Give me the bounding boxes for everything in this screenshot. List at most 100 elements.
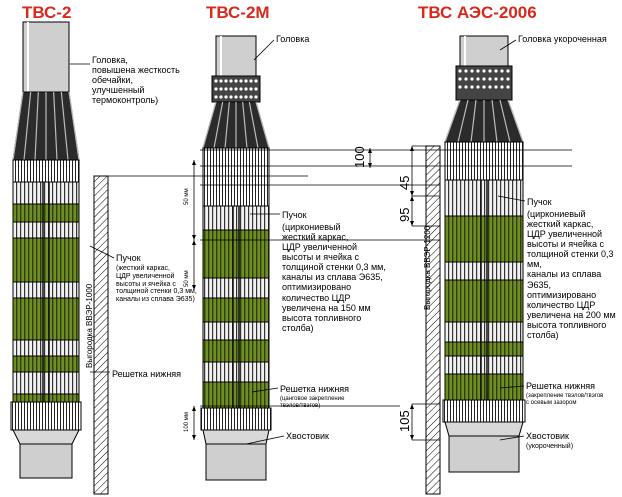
- callout-leader: [253, 39, 275, 61]
- aes-spacer-grid: [444, 321, 524, 343]
- dim-line-45-arrow: [410, 191, 414, 196]
- aes-tail-label: Хвостовик: [526, 431, 569, 441]
- aes-spring-hole: [494, 77, 498, 81]
- aes-cone-rib: [499, 99, 511, 143]
- dim-line-tvs2-100-arrow: [192, 406, 196, 411]
- aes-tail-cone: [444, 421, 524, 437]
- tvs2m-cone-rib: [255, 101, 270, 149]
- tvs2-bundle-text: (жесткий каркас, ЦДР увеличенной высоты …: [116, 265, 197, 304]
- aes-spring-hole: [470, 77, 474, 81]
- tvs2m-grid-label: Решетка нижняя: [280, 384, 350, 394]
- tvs2m-head-callout: Головка: [276, 34, 310, 44]
- aes-spring-hole: [470, 85, 474, 89]
- dim-line-105-arrow: [410, 435, 414, 440]
- aes-grid-note: (закрепление твэлов/твэгов с осевым зазо…: [526, 393, 604, 406]
- tvs2m-spring-hole: [224, 87, 228, 91]
- aes-spring-hole: [482, 69, 486, 73]
- tvs2-tail: [19, 443, 73, 479]
- callout-leader: [245, 435, 285, 445]
- aes-unload-label: Выгородка ВВЭР-1200: [423, 225, 432, 310]
- tvs2-cone-rib: [68, 91, 80, 161]
- dim-45: 45: [397, 175, 412, 190]
- aes-unload-wall: [425, 145, 441, 495]
- dim-line-95-arrow: [410, 196, 414, 201]
- dim-line-tvs2-50a-arrow: [192, 160, 196, 165]
- dim-line-100-arrow: [368, 163, 372, 168]
- tvs2m-spring-hole: [229, 95, 233, 99]
- tvs2-cone-rib: [53, 91, 58, 161]
- tvs2-cone-rib: [60, 91, 69, 161]
- tvs2-tail-cone: [12, 429, 80, 445]
- aes-spring-hole: [482, 77, 486, 81]
- tvs2m-spring-hole: [244, 95, 248, 99]
- aes-spring-hole: [464, 77, 468, 81]
- aes-tail: [448, 435, 520, 473]
- aes-head-callout: Головка укороченная: [518, 34, 607, 44]
- dim-100: 100: [352, 146, 367, 168]
- tvs2m-head-tube: [215, 35, 257, 77]
- aes-spring-hole: [464, 85, 468, 89]
- tvs2m-cone-rib: [242, 101, 248, 149]
- aes-spacer-grid: [444, 261, 524, 281]
- tvs2-spacer-grid: [12, 339, 80, 357]
- tvs2-bottom-grid: [10, 401, 82, 431]
- tvs2m-spring-hole: [239, 87, 243, 91]
- dim-line-45-arrow: [410, 146, 414, 151]
- tvs2-spacer-grid: [12, 221, 80, 239]
- aes-bundle-title: Пучок: [527, 197, 552, 207]
- callout-leader: [89, 245, 115, 259]
- title-tvs2: ТВС-2: [22, 3, 72, 22]
- tvs2m-spacer-grid: [202, 205, 270, 231]
- tvs2m-spring-hole: [234, 95, 238, 99]
- aes-cone-rib: [491, 99, 498, 143]
- tvs2m-tail-cone: [202, 429, 270, 445]
- tvs2m-spring-hole: [224, 79, 228, 83]
- tvs2m-spring-hole: [214, 87, 218, 91]
- tvs2m-tail-label: Хвостовик: [286, 431, 329, 441]
- dim-line-tvs2-50b-arrow: [192, 285, 196, 290]
- tvs2m-spring-hole: [249, 95, 253, 99]
- dim-line-95-arrow: [410, 221, 414, 226]
- aes-upper-section: [444, 141, 524, 181]
- tvs2m-spring-hole: [249, 87, 253, 91]
- aes-spring-hole: [506, 85, 510, 89]
- tvs2m-spring-hole: [239, 79, 243, 83]
- aes-spring-hole: [494, 85, 498, 89]
- dim-line-105-arrow: [410, 404, 414, 409]
- tvs2m-spring-hole: [229, 87, 233, 91]
- callout-leader: [499, 435, 525, 441]
- aes-spring-hole: [494, 69, 498, 73]
- aes-spring-hole: [500, 69, 504, 73]
- tvs2m-spring-hole: [224, 95, 228, 99]
- dim-line-tvs2-50a-arrow: [192, 235, 196, 240]
- tvs2-cone-rib: [12, 91, 24, 161]
- tvs2-unload-wall: [93, 175, 109, 495]
- dim-line-tvs2-100-arrow: [192, 435, 196, 440]
- tvs2m-grid-note: (цанговое закрепление твэлов/твэгов): [280, 396, 345, 409]
- tvs2m-spring-hole: [214, 79, 218, 83]
- tvs2m-bundle-title: Пучок: [282, 210, 307, 220]
- tvs2m-cone-rib: [202, 101, 217, 149]
- tvs2m-spring-hole: [244, 87, 248, 91]
- tvs2m-tail: [205, 443, 267, 481]
- aes-cone-rib: [444, 99, 461, 143]
- aes-spring-hole: [470, 69, 474, 73]
- tvs2m-spring-hole: [234, 79, 238, 83]
- aes-cone-rib: [507, 99, 524, 143]
- dim-105: 105: [397, 410, 412, 432]
- tvs2-grid-label: Решетка нижняя: [112, 369, 182, 379]
- tvs2-upper-section: [12, 159, 80, 183]
- tvs2m-spring-hole: [239, 95, 243, 99]
- tvs2-dim-100: 100 мм: [184, 412, 190, 432]
- callout-leader: [251, 387, 279, 393]
- aes-spring-hole: [500, 85, 504, 89]
- tvs2m-spring-hole: [219, 79, 223, 83]
- aes-spacer-grid: [444, 179, 524, 217]
- tvs2-dim-50a: 50 мм: [184, 188, 190, 205]
- aes-spring-hole: [500, 77, 504, 81]
- tvs2-cone-rib: [34, 91, 39, 161]
- aes-spring-hole: [476, 77, 480, 81]
- dim-95: 95: [397, 207, 412, 222]
- aes-spring-hole: [482, 85, 486, 89]
